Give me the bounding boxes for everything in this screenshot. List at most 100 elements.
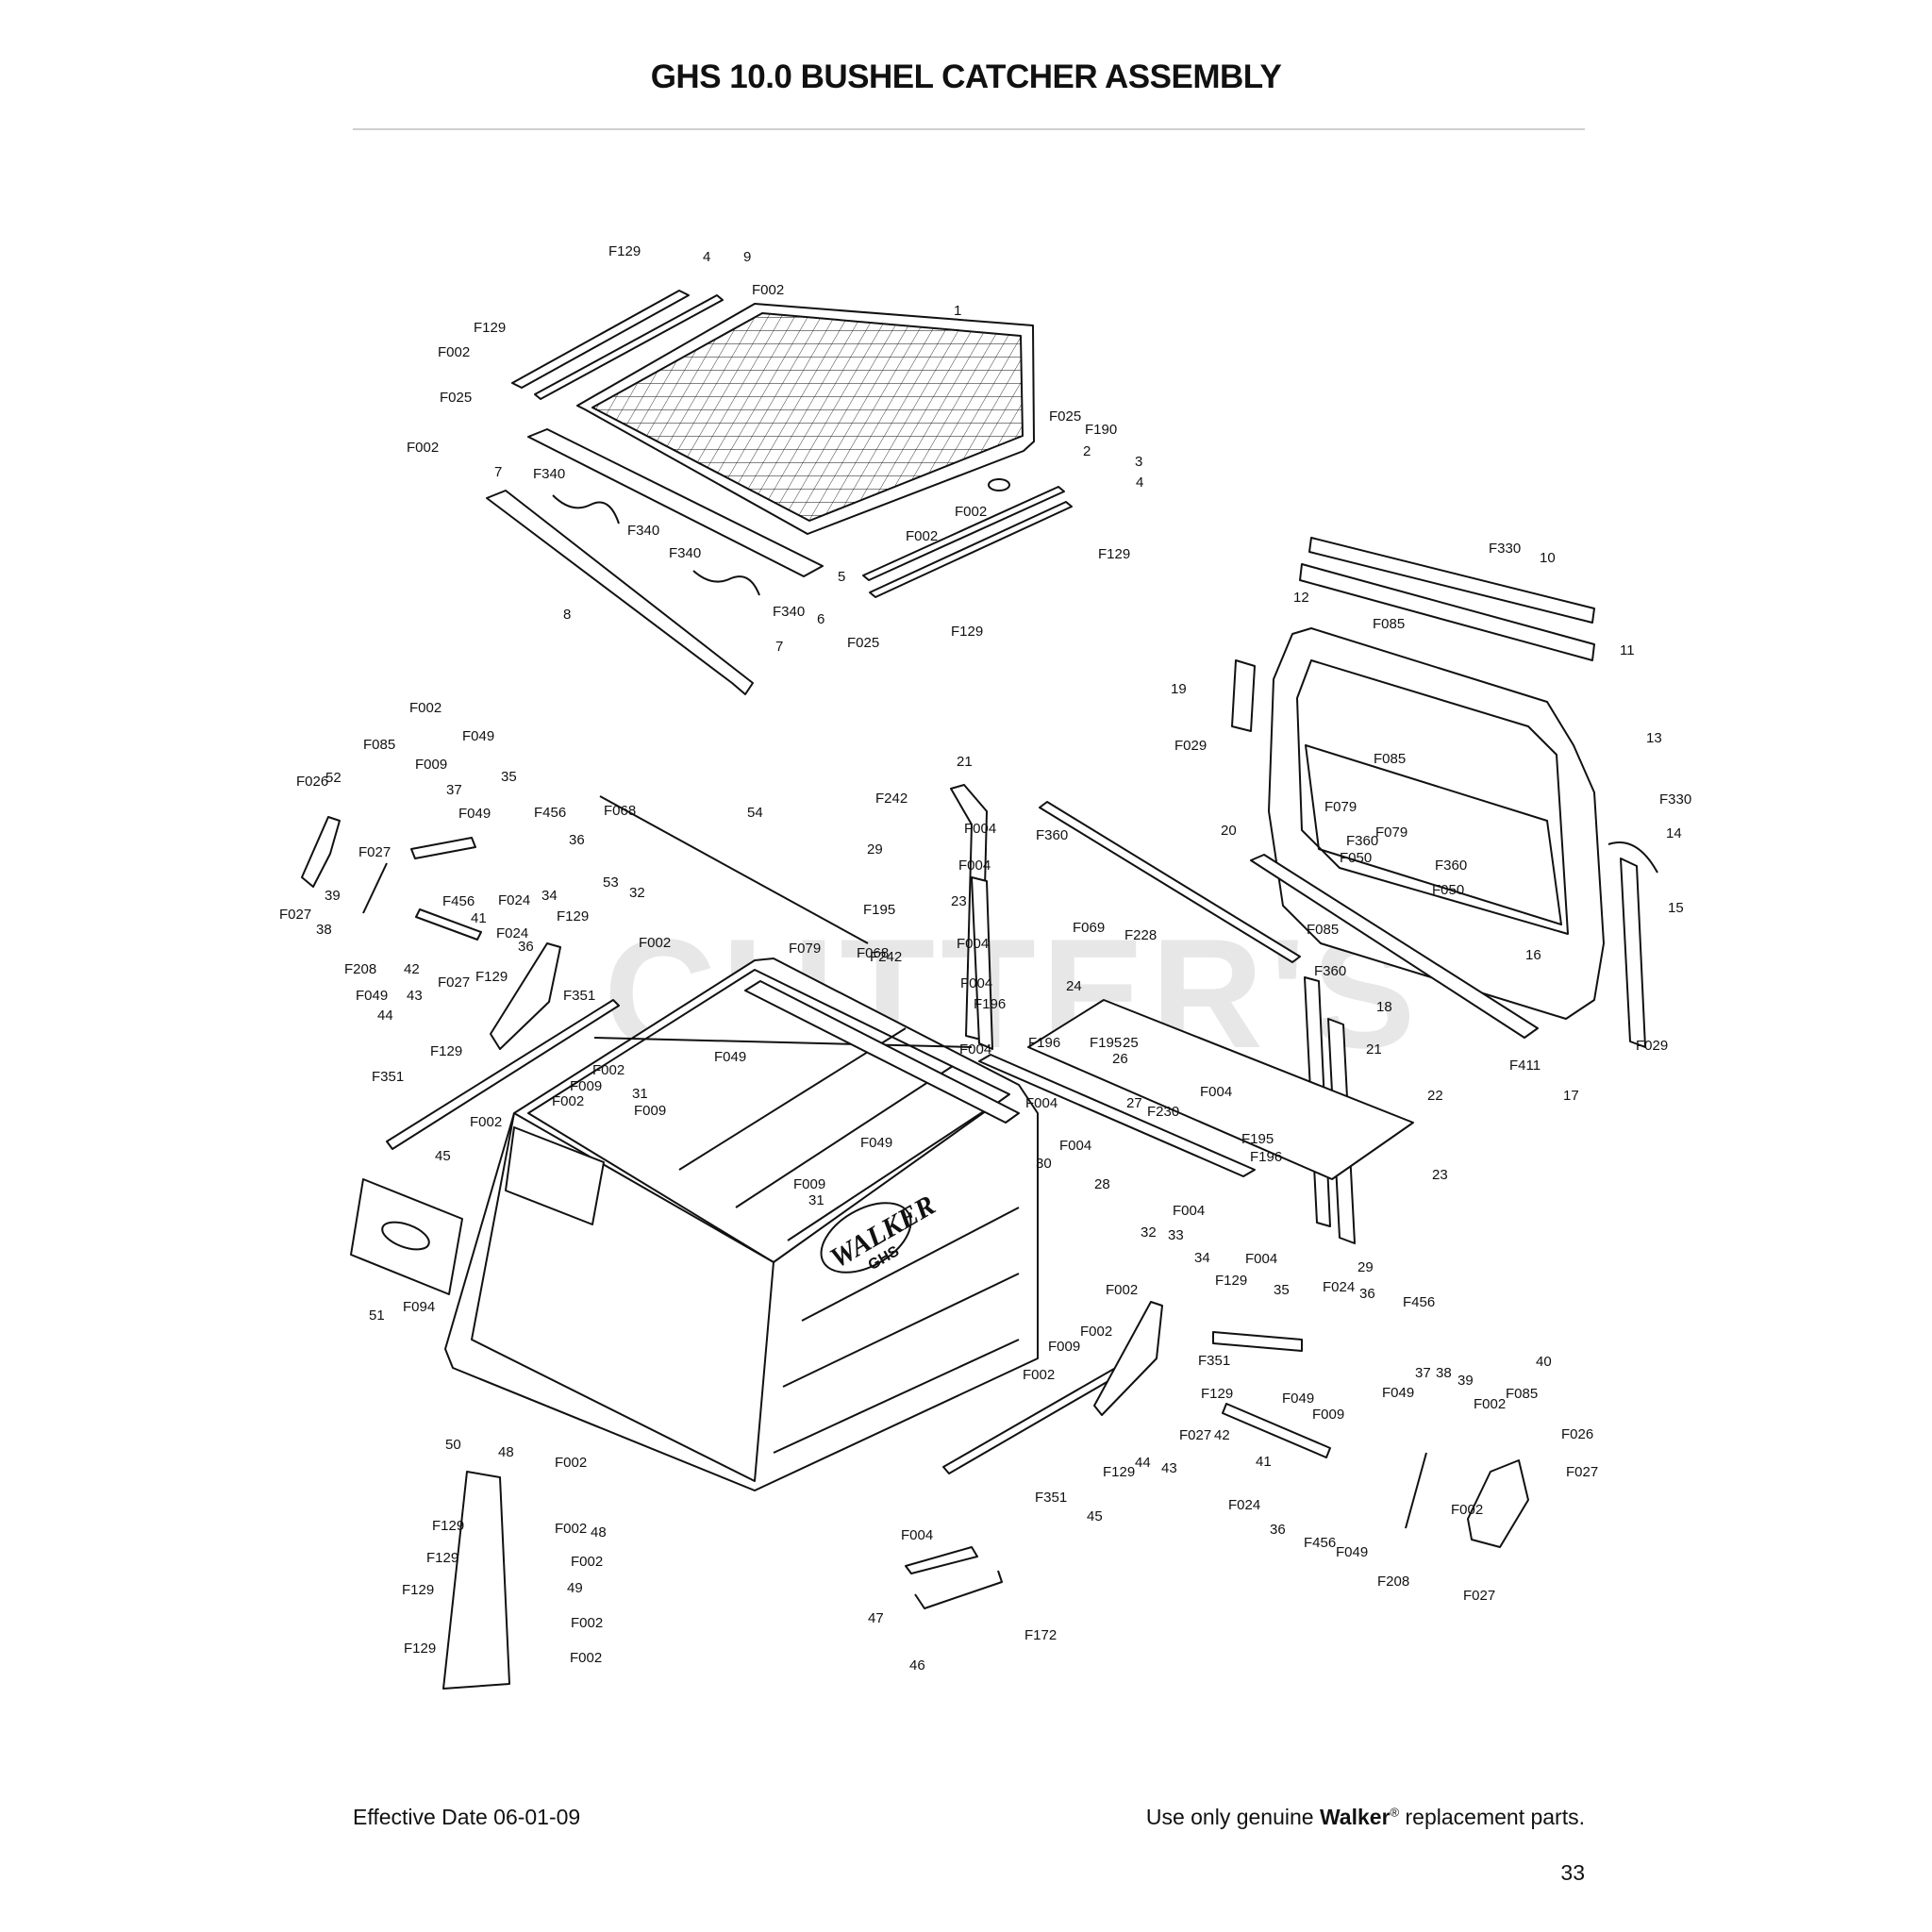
callout-21: 21 <box>1366 1041 1382 1058</box>
callout-f360: F360 <box>1346 833 1378 849</box>
callout-4: 4 <box>1136 475 1143 491</box>
callout-f129: F129 <box>951 624 983 640</box>
callout-41: 41 <box>1256 1454 1272 1470</box>
callout-33: 33 <box>1168 1227 1184 1243</box>
callout-f009: F009 <box>793 1176 825 1192</box>
callout-9: 9 <box>743 249 751 265</box>
callout-f009: F009 <box>570 1078 602 1094</box>
bracket-15 <box>1620 858 1646 1048</box>
rear-frame-inner <box>1296 659 1569 935</box>
flap-strip-11 <box>1299 563 1595 661</box>
callout-f085: F085 <box>1374 751 1406 767</box>
callout-f360: F360 <box>1314 963 1346 979</box>
callout-f196: F196 <box>1028 1035 1060 1051</box>
callout-45: 45 <box>1087 1508 1103 1524</box>
callout-f024: F024 <box>1323 1279 1355 1295</box>
callout-f129: F129 <box>608 243 641 259</box>
callout-f129: F129 <box>432 1518 464 1534</box>
callout-f009: F009 <box>415 757 447 773</box>
callout-2: 2 <box>1083 443 1091 459</box>
side-bracket-23-left <box>971 876 993 1050</box>
bushing-2 <box>988 478 1010 491</box>
callout-f360: F360 <box>1036 827 1068 843</box>
genuine-parts-notice: Use only genuine Walker® replacement par… <box>1146 1805 1585 1830</box>
bar-17 <box>1250 854 1539 1039</box>
callout-f079: F079 <box>789 941 821 957</box>
callout-42: 42 <box>1214 1427 1230 1443</box>
notice-brand: Walker <box>1319 1805 1391 1829</box>
callout-47: 47 <box>868 1610 884 1626</box>
callout-15: 15 <box>1668 900 1684 916</box>
callout-30: 30 <box>1036 1156 1052 1172</box>
effective-date: Effective Date 06-01-09 <box>353 1805 581 1829</box>
callout-48: 48 <box>591 1524 607 1541</box>
callout-f129: F129 <box>426 1550 458 1566</box>
callout-f002: F002 <box>552 1093 584 1109</box>
callout-f085: F085 <box>363 737 395 753</box>
callout-f129: F129 <box>557 908 589 924</box>
handle-47 <box>905 1546 978 1574</box>
callout-f027: F027 <box>1463 1588 1495 1604</box>
bracket-f340-b <box>692 570 760 596</box>
callout-11: 11 <box>1620 642 1635 658</box>
walker-logo <box>820 1202 912 1274</box>
callout-44: 44 <box>1135 1455 1151 1471</box>
latch-40 <box>1467 1459 1529 1548</box>
hinge-bracket-53 <box>490 942 561 1050</box>
callout-f195: F195 <box>1241 1131 1274 1147</box>
callout-f079: F079 <box>1375 824 1407 841</box>
callout-45: 45 <box>435 1148 451 1164</box>
callout-26: 26 <box>1112 1051 1128 1067</box>
callout-f002: F002 <box>1080 1324 1112 1340</box>
callout-f456: F456 <box>534 805 566 821</box>
callout-f009: F009 <box>1312 1407 1344 1423</box>
screen-mesh <box>591 312 1024 522</box>
callout-f069: F069 <box>1073 920 1105 936</box>
callout-f208: F208 <box>1377 1574 1409 1590</box>
callout-f330: F330 <box>1659 791 1691 808</box>
callout-14: 14 <box>1666 825 1682 841</box>
hopper-rib <box>593 1037 973 1048</box>
callout-f002: F002 <box>752 282 784 298</box>
callout-f085: F085 <box>1373 616 1405 632</box>
callout-f027: F027 <box>279 907 311 923</box>
callout-f004: F004 <box>1173 1203 1205 1219</box>
callout-f129: F129 <box>1215 1273 1247 1289</box>
callout-f129: F129 <box>404 1641 436 1657</box>
callout-35: 35 <box>501 769 517 785</box>
callout-f340: F340 <box>533 466 565 482</box>
callout-23: 23 <box>951 893 967 909</box>
callout-f024: F024 <box>496 925 528 941</box>
callout-36: 36 <box>569 832 585 848</box>
callout-f002: F002 <box>906 528 938 544</box>
hopper-top <box>527 969 1010 1263</box>
callout-3: 3 <box>1135 454 1142 470</box>
bracket-19 <box>1231 659 1256 732</box>
callout-f340: F340 <box>773 604 805 620</box>
callout-24: 24 <box>1066 978 1082 994</box>
callout-51: 51 <box>369 1307 385 1324</box>
callout-7: 7 <box>775 639 783 655</box>
strap-14 <box>1607 841 1658 874</box>
callout-f026: F026 <box>296 774 328 790</box>
callout-44: 44 <box>377 1008 393 1024</box>
callout-f208: F208 <box>344 961 376 977</box>
callout-f049: F049 <box>1336 1544 1368 1560</box>
gas-spring-left <box>362 862 388 914</box>
callout-f002: F002 <box>438 344 470 360</box>
callout-50: 50 <box>445 1437 461 1453</box>
callout-36: 36 <box>1359 1286 1375 1302</box>
callout-31: 31 <box>808 1192 824 1208</box>
callout-f002: F002 <box>571 1554 603 1570</box>
callout-f004: F004 <box>1059 1138 1091 1154</box>
callout-36: 36 <box>518 939 534 955</box>
callout-f351: F351 <box>1198 1353 1230 1369</box>
callout-f004: F004 <box>960 975 992 991</box>
callout-38: 38 <box>1436 1365 1452 1381</box>
callout-f068: F068 <box>857 945 889 961</box>
hopper-window <box>505 1126 605 1225</box>
callout-f196: F196 <box>974 996 1006 1012</box>
callout-34: 34 <box>541 888 558 904</box>
callout-f351: F351 <box>563 988 595 1004</box>
callout-f129: F129 <box>1103 1464 1135 1480</box>
